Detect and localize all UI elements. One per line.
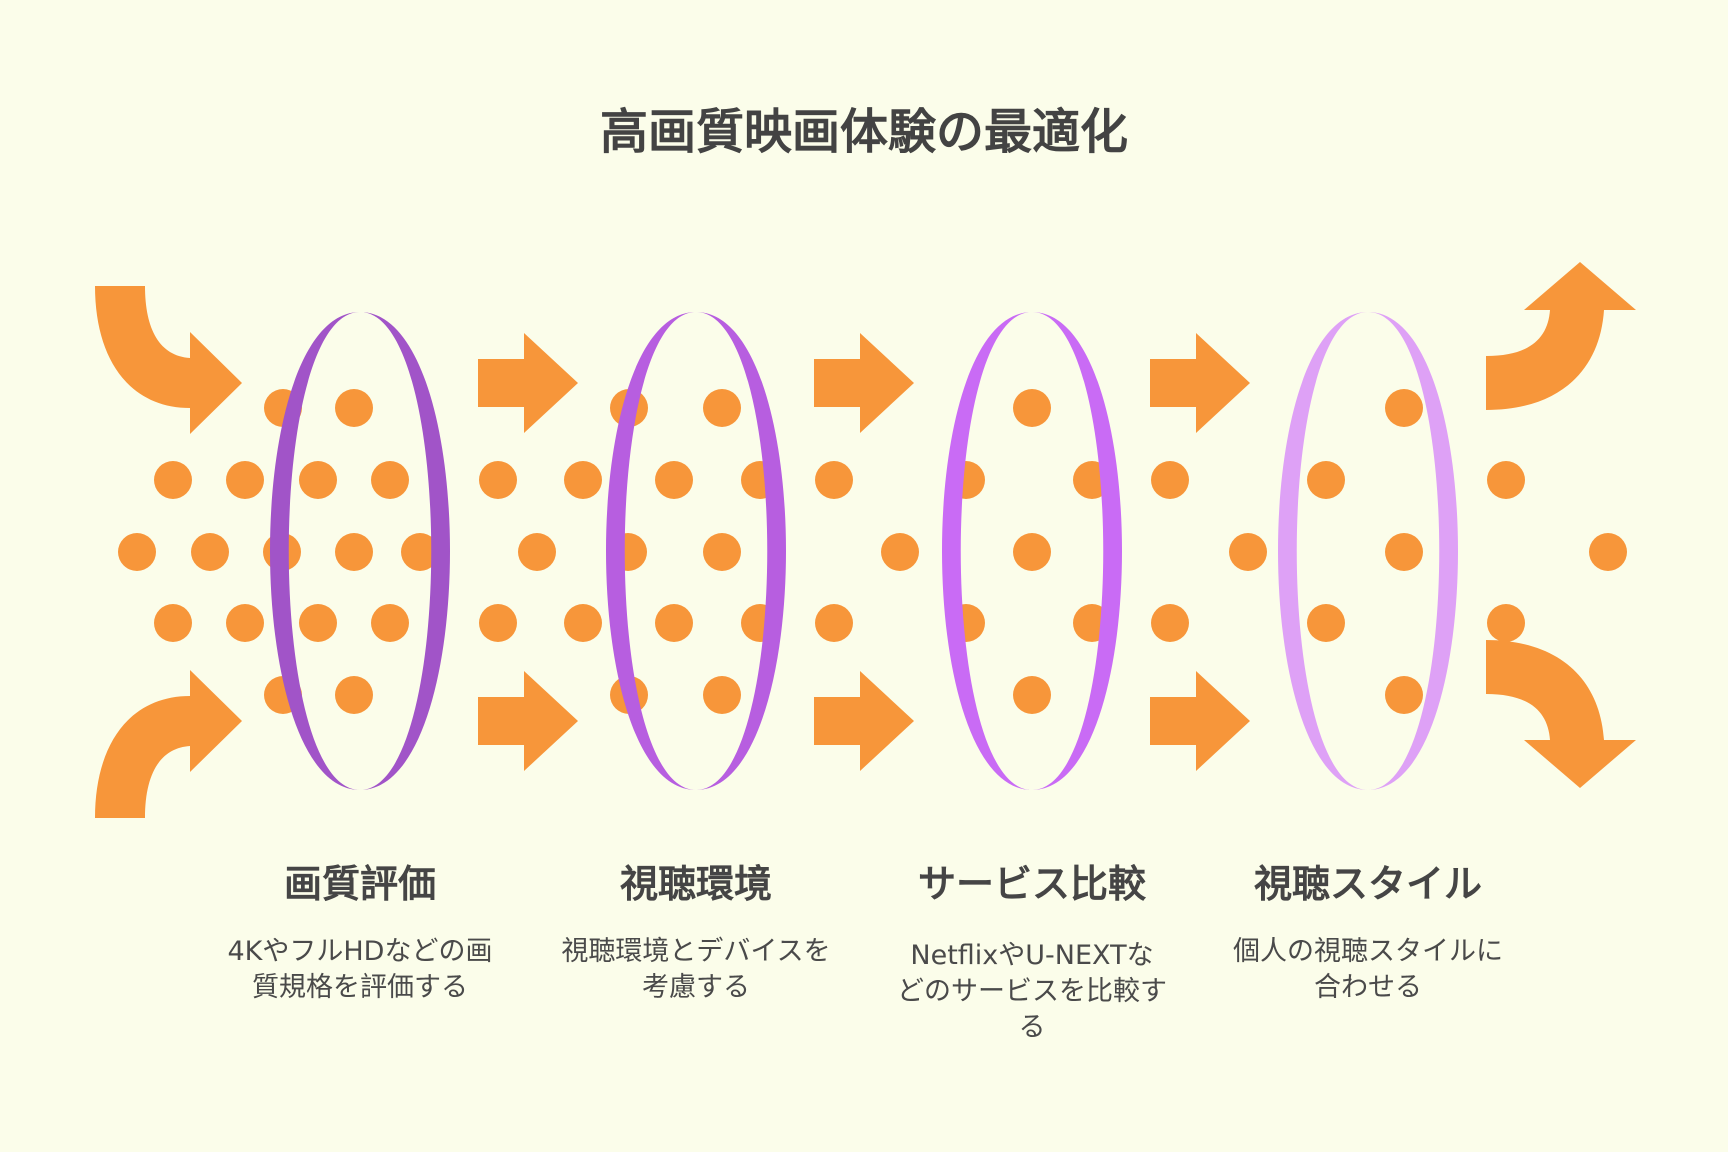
flow-dot-4-10: [1385, 389, 1423, 427]
stage-4-label: 視聴スタイル: [1253, 862, 1482, 906]
flow-dot-1-12: [299, 604, 337, 642]
flow-dot-2-8: [479, 604, 517, 642]
flow-dot-1-10: [154, 604, 192, 642]
flow-dot-1-11: [226, 604, 264, 642]
arrow-curved-in-top: [95, 286, 242, 434]
flow-dot-1-13: [371, 604, 409, 642]
arrow-bottom-2: [814, 671, 914, 771]
flow-dot-1-8: [335, 533, 373, 571]
flow-dot-2-5: [518, 533, 556, 571]
flow-dot-4-7: [1307, 604, 1345, 642]
flow-dot-3-1: [815, 461, 853, 499]
arrow-curved-out-bottom: [1486, 640, 1636, 788]
stage-2-label: 視聴環境: [619, 862, 772, 906]
stage-4-text: 視聴スタイル 個人の視聴スタイルに合わせる: [1218, 862, 1518, 1006]
stage-2-ring-back: [606, 312, 696, 790]
flow-dot-1-2: [226, 461, 264, 499]
flow-dot-2-15: [703, 676, 741, 714]
arrow-bottom-1: [478, 671, 578, 771]
flow-dot-1-1: [154, 461, 192, 499]
arrow-top-1: [478, 333, 578, 433]
stage-3-ring-back: [942, 312, 1032, 790]
flow-dot-4-6: [1589, 533, 1627, 571]
stage-1-ring-front: [360, 312, 450, 790]
arrow-bottom-3: [1150, 671, 1250, 771]
arrow-top-2: [814, 333, 914, 433]
flow-dot-1-5: [118, 533, 156, 571]
flow-dot-3-9: [1013, 389, 1051, 427]
flow-dot-4-1: [1151, 461, 1189, 499]
flow-dot-4-5: [1385, 533, 1423, 571]
flow-dot-2-1: [479, 461, 517, 499]
stage-3-ring-front: [1032, 312, 1122, 790]
stage-2-description: 視聴環境とデバイスを考慮する: [561, 935, 831, 1004]
flow-dot-3-6: [815, 604, 853, 642]
arrow-curved-out-top: [1486, 262, 1636, 410]
page-title: 高画質映画体験の最適化: [599, 104, 1128, 160]
stage-4-ring-back: [1278, 312, 1368, 790]
stage-3-description: NetflixやU-NEXTなどのサービスを比較する: [897, 939, 1167, 1044]
flow-dot-1-9: [401, 533, 439, 571]
flow-dot-1-6: [191, 533, 229, 571]
arrow-curved-in-bottom: [95, 670, 242, 818]
stage-4-ring-front: [1368, 312, 1458, 790]
flow-dot-3-4: [881, 533, 919, 571]
stage-1-description: 4KやフルHDなどの画質規格を評価する: [227, 935, 493, 1004]
flow-dot-2-10: [655, 604, 693, 642]
stage-1-ring-back: [270, 312, 360, 790]
flow-dot-3-10: [1013, 676, 1051, 714]
flow-dot-2-3: [655, 461, 693, 499]
stage-3-label: サービス比較: [917, 862, 1146, 906]
flow-dot-2-13: [703, 389, 741, 427]
flow-dot-1-17: [335, 676, 373, 714]
stage-3-text: サービス比較 NetflixやU-NEXTなどのサービスを比較する: [882, 862, 1182, 1047]
flow-dot-2-2: [564, 461, 602, 499]
flow-dot-1-4: [371, 461, 409, 499]
flow-dot-3-5: [1013, 533, 1051, 571]
stage-1-label: 画質評価: [283, 862, 436, 906]
arrow-top-3: [1150, 333, 1250, 433]
stage-2-ring-front: [696, 312, 786, 790]
flow-dot-4-9: [1151, 604, 1189, 642]
flow-dot-4-11: [1385, 676, 1423, 714]
flow-dot-4-8: [1487, 604, 1525, 642]
flow-dot-2-9: [564, 604, 602, 642]
stage-1-text: 画質評価 4KやフルHDなどの画質規格を評価する: [210, 862, 510, 1006]
flow-dot-2-7: [703, 533, 741, 571]
flow-dot-4-3: [1487, 461, 1525, 499]
stage-4-description: 個人の視聴スタイルに合わせる: [1233, 935, 1503, 1004]
flow-dot-1-15: [335, 389, 373, 427]
stage-2-text: 視聴環境 視聴環境とデバイスを考慮する: [546, 862, 846, 1006]
flow-dot-1-3: [299, 461, 337, 499]
flow-dot-4-2: [1307, 461, 1345, 499]
flow-dot-4-4: [1229, 533, 1267, 571]
